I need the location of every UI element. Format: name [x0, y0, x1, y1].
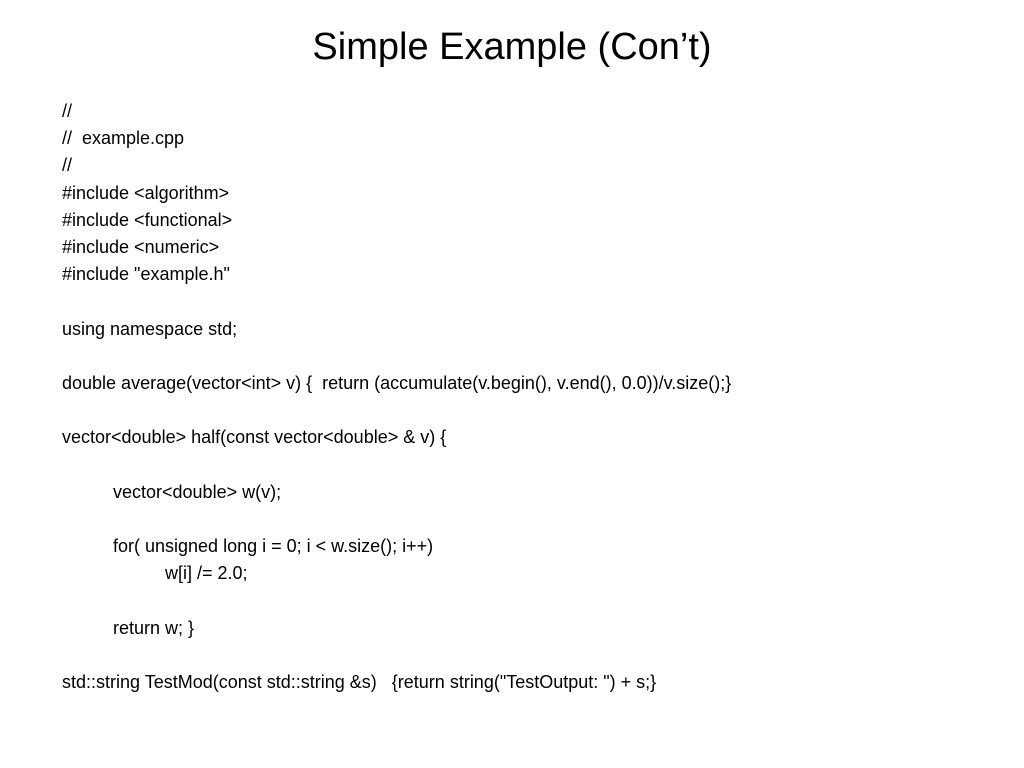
code-line: for( unsigned long i = 0; i < w.size(); … [113, 536, 434, 556]
code-line: return w; } [113, 617, 195, 638]
code-line: w[i] /= 2.0; [165, 563, 248, 584]
blank-line [62, 451, 1002, 478]
code-line: // [62, 155, 73, 176]
blank-line [62, 288, 1002, 315]
blank-line [62, 343, 1002, 370]
code-line: #include <algorithm> [62, 182, 230, 203]
blank-line [62, 642, 1002, 669]
code-line: // example.cpp [62, 128, 185, 149]
code-line: #include <numeric> [62, 236, 220, 257]
code-listing: // // example.cpp // #include <algorithm> #i… [62, 98, 1002, 696]
code-line: #include "example.h" [62, 264, 230, 285]
blank-line [62, 506, 1002, 533]
slide-title: Simple Example (Con’t) [312, 26, 712, 68]
code-line: using namespace std; [62, 318, 238, 339]
code-line: double average(vector<int> v) { return (… [62, 372, 732, 393]
code-line: // [62, 101, 73, 121]
code-line: std::string TestMod(const std::string &s… [62, 671, 657, 692]
blank-line [62, 587, 1002, 614]
code-line: #include <functional> [62, 209, 233, 230]
code-line: vector<double> half(const vector<double>… [62, 427, 447, 448]
blank-line [62, 397, 1002, 424]
code-line: vector<double> w(v); [113, 481, 282, 502]
